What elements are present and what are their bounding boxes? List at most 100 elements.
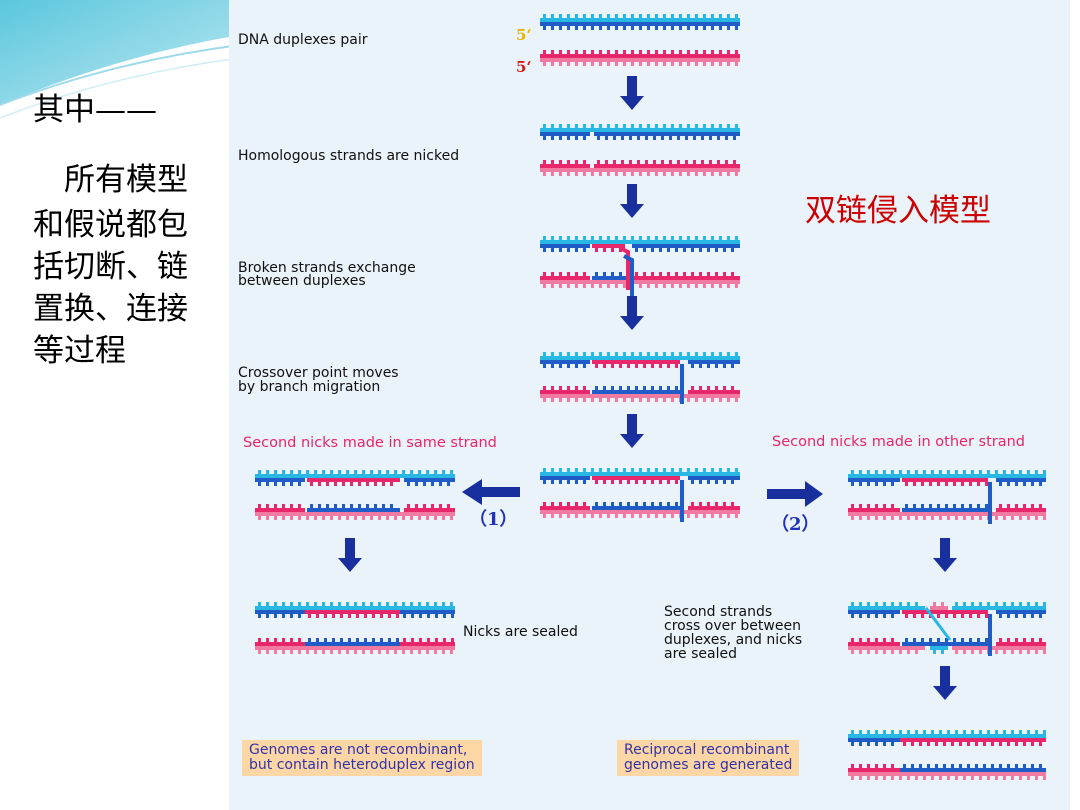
strand-backbone <box>632 244 740 248</box>
base-tick <box>1039 614 1042 618</box>
base-tick <box>334 482 337 486</box>
base-tick <box>703 14 706 18</box>
base-tick <box>394 516 397 520</box>
base-tick <box>701 136 704 140</box>
base-tick <box>929 482 932 486</box>
base-tick <box>439 504 442 508</box>
base-tick <box>667 502 670 506</box>
base-tick <box>719 514 722 518</box>
base-tick <box>967 764 970 768</box>
base-tick <box>677 136 680 140</box>
base-tick <box>905 614 908 618</box>
base-tick <box>715 502 718 506</box>
base-tick <box>701 160 704 164</box>
base-tick <box>859 638 862 642</box>
duplex-left-a-strand-a <box>255 470 455 478</box>
base-tick <box>1035 602 1038 606</box>
base-tick <box>687 62 690 66</box>
base-tick <box>567 398 570 402</box>
base-tick <box>977 614 980 618</box>
base-tick <box>725 160 728 164</box>
base-tick <box>575 14 578 18</box>
base-tick <box>607 398 610 402</box>
base-tick <box>591 514 594 518</box>
base-tick <box>945 638 948 642</box>
base-tick <box>913 614 916 618</box>
base-tick <box>903 764 906 768</box>
base-tick <box>551 172 554 176</box>
arrow-down-left-head <box>338 558 362 572</box>
base-tick <box>709 136 712 140</box>
base-tick <box>913 638 916 642</box>
duplex-right-b-strand-b <box>848 512 1046 520</box>
result-recombinant-line-2: genomes are generated <box>624 757 793 773</box>
base-tick <box>380 638 383 642</box>
duplex-3b-strand-a <box>540 272 740 280</box>
base-tick <box>306 602 309 606</box>
base-tick <box>583 468 586 472</box>
base-tick <box>703 514 706 518</box>
base-tick <box>1023 504 1026 508</box>
base-tick <box>711 50 714 54</box>
base-tick <box>450 516 453 520</box>
base-tick <box>611 386 614 390</box>
base-tick <box>979 602 982 606</box>
base-tick <box>687 50 690 54</box>
base-tick <box>639 468 642 472</box>
base-tick <box>695 514 698 518</box>
strand-backbone <box>540 390 590 394</box>
base-tick <box>583 62 586 66</box>
base-tick <box>599 468 602 472</box>
base-tick <box>338 516 341 520</box>
base-tick <box>709 160 712 164</box>
step-label-migration-2: by branch migration <box>238 379 381 395</box>
base-tick <box>647 14 650 18</box>
base-tick <box>439 482 442 486</box>
base-tick <box>867 504 870 508</box>
base-tick <box>987 470 990 474</box>
base-tick <box>627 480 630 484</box>
base-tick <box>637 160 640 164</box>
base-tick <box>575 468 578 472</box>
base-tick <box>583 136 586 140</box>
base-tick <box>927 764 930 768</box>
strand-backbone <box>404 508 455 512</box>
base-tick <box>583 398 586 402</box>
base-tick <box>611 364 614 368</box>
base-tick <box>859 614 862 618</box>
base-tick <box>324 638 327 642</box>
base-tick <box>655 124 658 128</box>
base-tick <box>687 398 690 402</box>
result-nonrecombinant-line-2: but contain heteroduplex region <box>249 757 475 773</box>
base-tick <box>567 502 570 506</box>
strand-backbone <box>540 506 590 510</box>
strand-backbone <box>540 356 740 360</box>
base-tick <box>1011 516 1014 520</box>
base-tick <box>274 470 277 474</box>
base-tick <box>623 284 626 288</box>
base-tick <box>875 614 878 618</box>
strand-backbone <box>848 772 1046 776</box>
base-tick <box>551 50 554 54</box>
base-tick <box>883 470 886 474</box>
base-tick <box>891 730 894 734</box>
base-tick <box>945 504 948 508</box>
base-tick <box>607 14 610 18</box>
base-tick <box>290 638 293 642</box>
base-tick <box>693 136 696 140</box>
base-tick <box>703 236 706 240</box>
base-tick <box>1043 516 1046 520</box>
base-tick <box>599 124 602 128</box>
base-tick <box>1035 516 1038 520</box>
base-tick <box>647 468 650 472</box>
strand-backbone <box>688 506 740 510</box>
strand-backbone <box>307 508 400 512</box>
base-tick <box>727 468 730 472</box>
base-tick <box>1019 516 1022 520</box>
base-tick <box>619 480 622 484</box>
base-tick <box>1027 776 1030 780</box>
base-tick <box>583 26 586 30</box>
base-tick <box>418 470 421 474</box>
base-tick <box>583 352 586 356</box>
base-tick <box>631 50 634 54</box>
